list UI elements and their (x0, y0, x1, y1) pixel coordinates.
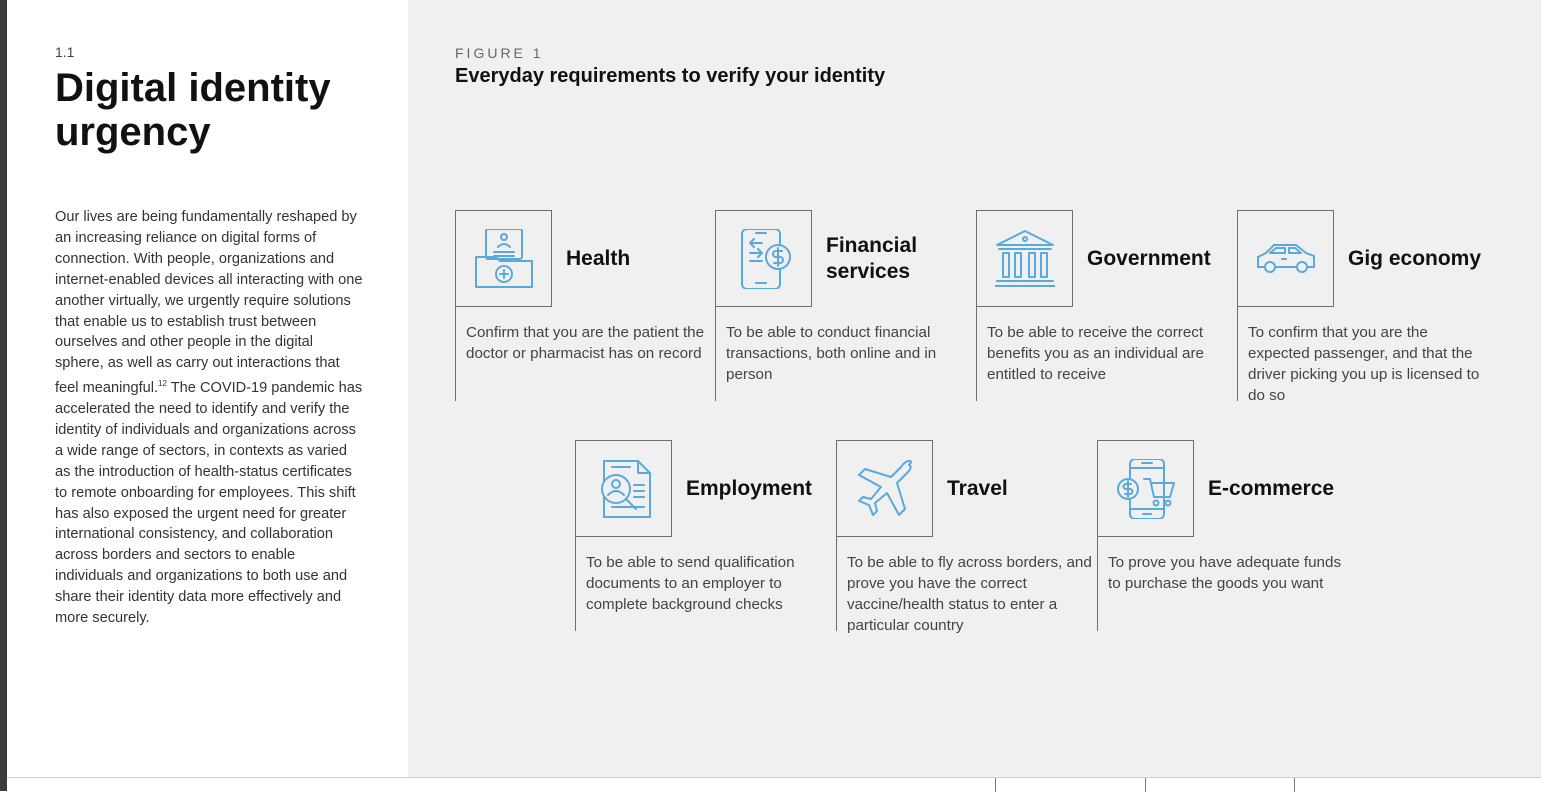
divider-line (455, 307, 456, 401)
card-description: To be able to fly across borders, and pr… (847, 554, 1092, 634)
icon-frame (1237, 210, 1334, 307)
card-employment: Employment To be able to send qualificat… (575, 440, 835, 636)
icon-frame (715, 210, 812, 307)
intro-text-part-1: Our lives are being fundamentally reshap… (55, 209, 363, 397)
bottom-toolbar (7, 777, 1541, 792)
section-title: Digital identity urgency (55, 66, 331, 154)
card-e-commerce: E-commerce To prove you have adequate fu… (1097, 440, 1357, 636)
card-title: Financial services (826, 234, 918, 283)
figure-panel (408, 0, 1541, 777)
card-gig-economy: Gig economy To confirm that you are the … (1237, 210, 1497, 406)
phone-money-icon (741, 229, 791, 289)
toolbar-divider (1145, 778, 1146, 792)
divider-line (1237, 307, 1238, 401)
divider-line (715, 307, 716, 401)
intro-paragraph: Our lives are being fundamentally reshap… (55, 207, 365, 629)
card-description: Confirm that you are the patient the doc… (466, 324, 705, 362)
card-health: Health Confirm that you are the patient … (455, 210, 715, 406)
divider-line (836, 537, 837, 631)
card-title: Government (1087, 247, 1211, 270)
card-title: E-commerce (1208, 477, 1335, 500)
divider-line (1097, 537, 1098, 631)
government-building-icon (995, 230, 1055, 287)
divider-line (575, 537, 576, 631)
icon-frame (1097, 440, 1194, 537)
card-description: To be able to receive the correct benefi… (987, 324, 1204, 383)
intro-text-part-2: The COVID-19 pandemic has accelerated th… (55, 380, 363, 627)
icon-frame (836, 440, 933, 537)
toolbar-divider (1294, 778, 1295, 792)
card-description: To be able to send qualification documen… (586, 554, 795, 613)
toolbar-divider (995, 778, 996, 792)
card-financial-services: Financial services To be able to conduct… (715, 210, 975, 406)
card-title: Health (566, 247, 631, 270)
text-column (7, 0, 408, 777)
window-edge (0, 0, 7, 791)
card-title: Employment (686, 477, 813, 500)
card-title: Gig economy (1348, 247, 1482, 270)
car-icon (1257, 244, 1315, 273)
phone-cart-icon (1117, 459, 1175, 519)
card-title: Travel (947, 477, 1008, 500)
card-travel: Travel To be able to fly across borders,… (836, 440, 1096, 636)
icon-frame (976, 210, 1073, 307)
icon-frame (455, 210, 552, 307)
airplane-icon (858, 460, 912, 516)
figure-title: Everyday requirements to verify your ide… (455, 65, 886, 87)
icon-frame (575, 440, 672, 537)
card-description: To prove you have adequate funds to purc… (1108, 554, 1342, 592)
card-description: To be able to conduct financial transact… (726, 324, 937, 383)
divider-line (976, 307, 977, 401)
section-number: 1.1 (55, 44, 75, 60)
card-government: Government To be able to receive the cor… (976, 210, 1236, 406)
health-folder-icon (475, 229, 533, 288)
figure-label: FIGURE 1 (455, 45, 544, 61)
card-description: To confirm that you are the expected pas… (1248, 324, 1480, 404)
footnote-ref[interactable]: 12 (158, 379, 167, 389)
document-search-icon (601, 460, 651, 518)
